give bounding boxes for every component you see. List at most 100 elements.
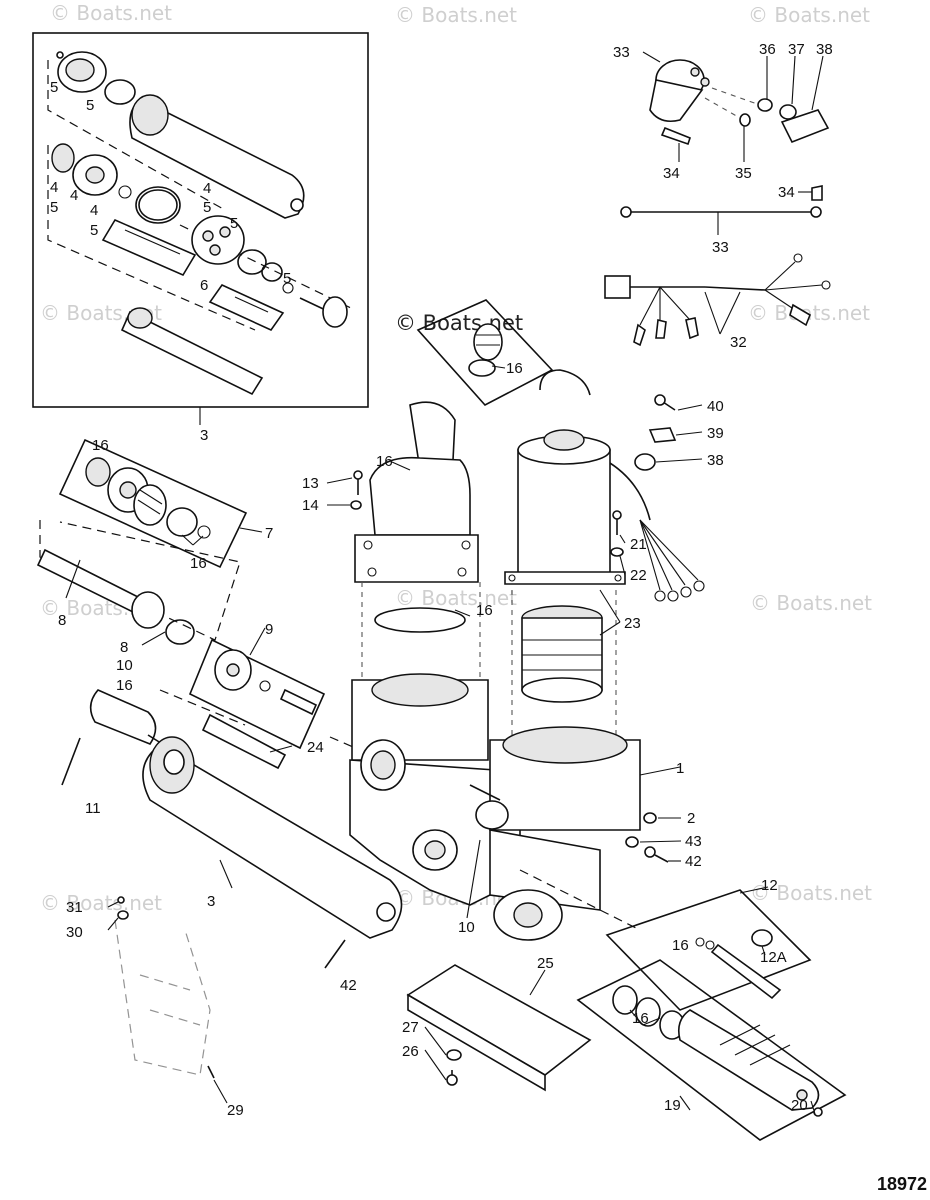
washer-14 — [350, 500, 362, 510]
callout-22: 23 — [624, 615, 641, 632]
callout-28: 30 — [66, 924, 83, 941]
callout-12: 12 — [761, 877, 778, 894]
callout-43: 43 — [685, 833, 702, 850]
callout-5: 5 — [86, 97, 94, 114]
callout-5: 5 — [283, 270, 291, 287]
callout-2: 2 — [687, 810, 695, 827]
callout-39: 39 — [707, 425, 724, 442]
watermark: © Boats.net — [750, 591, 872, 615]
callout-42: 42 — [685, 853, 702, 870]
callout-37: 38 — [816, 41, 833, 58]
leader-lines — [65, 51, 824, 1115]
fitting-kit-box-16 — [416, 299, 554, 406]
callout-19: 20 — [791, 1097, 808, 1114]
screw-33 — [660, 126, 691, 146]
callout-3: 3 — [200, 427, 208, 444]
callout-33: 34 — [663, 165, 680, 182]
pad-24 — [406, 964, 592, 1092]
screw-27 — [207, 1065, 215, 1079]
transom-bracket-ghost — [114, 919, 211, 1076]
valve-kit-box-18 — [576, 959, 847, 1141]
watermark: © Boats.net — [748, 301, 870, 325]
guide-pin-23 — [201, 713, 287, 770]
clamp-38 — [634, 453, 656, 471]
callout-9: 9 — [265, 621, 273, 638]
callout-15: 16 — [376, 453, 393, 470]
callout-38: 38 — [707, 452, 724, 469]
pump-housing-1 — [349, 673, 641, 941]
ram-cylinder-kit-box — [32, 32, 369, 408]
callout-5: 5 — [50, 199, 58, 216]
callout-4: 4 — [203, 180, 211, 197]
callout-1: 1 — [676, 760, 684, 777]
callout-4: 4 — [50, 179, 58, 196]
washer-43 — [625, 836, 639, 848]
solenoid-assembly-32 — [649, 59, 830, 201]
callout-21: 22 — [630, 567, 647, 584]
callout-5: 5 — [50, 79, 58, 96]
callout-25: 26 — [402, 1043, 419, 1060]
watermark: © Boats.net — [40, 891, 162, 915]
reservoir-15 — [354, 401, 479, 583]
callout-5: 5 — [90, 222, 98, 239]
callout-labels: 33 36 37 38 34 35 34 33 32 16 40 39 38 1… — [50, 41, 833, 1119]
callout-16: 16 — [672, 937, 689, 954]
callout-18: 19 — [664, 1097, 681, 1114]
callout-35: 36 — [759, 41, 776, 58]
callout-26: 27 — [402, 1019, 419, 1036]
callout-6: 6 — [200, 277, 208, 294]
callout-16: 16 — [116, 677, 133, 694]
screw-29 — [117, 896, 125, 904]
callout-3: 3 — [207, 893, 215, 910]
callout-7: 7 — [265, 525, 273, 542]
callout-10: 10 — [458, 919, 475, 936]
callout-16: 16 — [190, 555, 207, 572]
watermark: © Boats.net — [748, 3, 870, 27]
valve-kit-box-12 — [519, 869, 812, 1011]
callout-30: 32 — [730, 334, 747, 351]
screw-42 — [654, 854, 669, 863]
pump-assembly-22 — [521, 605, 603, 703]
callout-34: 35 — [735, 165, 752, 182]
callout-16: 16 — [476, 602, 493, 619]
callout-32: 33 — [613, 44, 630, 61]
callout-4: 4 — [70, 187, 78, 204]
trim-cylinder-3 — [89, 689, 403, 939]
callout-40: 40 — [707, 398, 724, 415]
watermark: © Boats.net — [395, 586, 517, 610]
callout-36: 37 — [788, 41, 805, 58]
callout-5: 5 — [203, 199, 211, 216]
callout-5: 5 — [230, 215, 238, 232]
callout-10: 10 — [116, 657, 133, 674]
callout-27: 29 — [227, 1102, 244, 1119]
callout-33: 34 — [778, 184, 795, 201]
callout-16: 16 — [92, 437, 109, 454]
callout-4: 4 — [90, 202, 98, 219]
callout-8: 8 — [120, 639, 128, 656]
fasteners — [117, 394, 677, 1086]
nut-36 — [779, 104, 797, 120]
callout-20: 21 — [630, 536, 647, 553]
callout-16: 16 — [506, 360, 523, 377]
callout-12a: 12A — [760, 949, 787, 966]
callout-23: 24 — [307, 739, 324, 756]
nut-35 — [757, 98, 773, 112]
figure-number: 18972 — [877, 1174, 927, 1194]
pin-11 — [61, 737, 81, 786]
lockwasher-34 — [739, 113, 751, 127]
o-ring-16 — [374, 607, 466, 633]
washer-28 — [117, 910, 129, 920]
valve-kit-box-9 — [188, 638, 326, 750]
cover-37 — [780, 109, 830, 144]
watermark: © Boats.net — [50, 1, 172, 25]
clip-39 — [648, 427, 677, 443]
callout-31: 33 — [712, 239, 729, 256]
piston-shaft-group-8 — [36, 520, 241, 645]
harness-30 — [604, 253, 831, 347]
washer-21 — [610, 547, 624, 557]
callout-24: 25 — [537, 955, 554, 972]
cable-31 — [620, 206, 822, 235]
callout-41: 42 — [340, 977, 357, 994]
callout-29: 31 — [66, 899, 83, 916]
